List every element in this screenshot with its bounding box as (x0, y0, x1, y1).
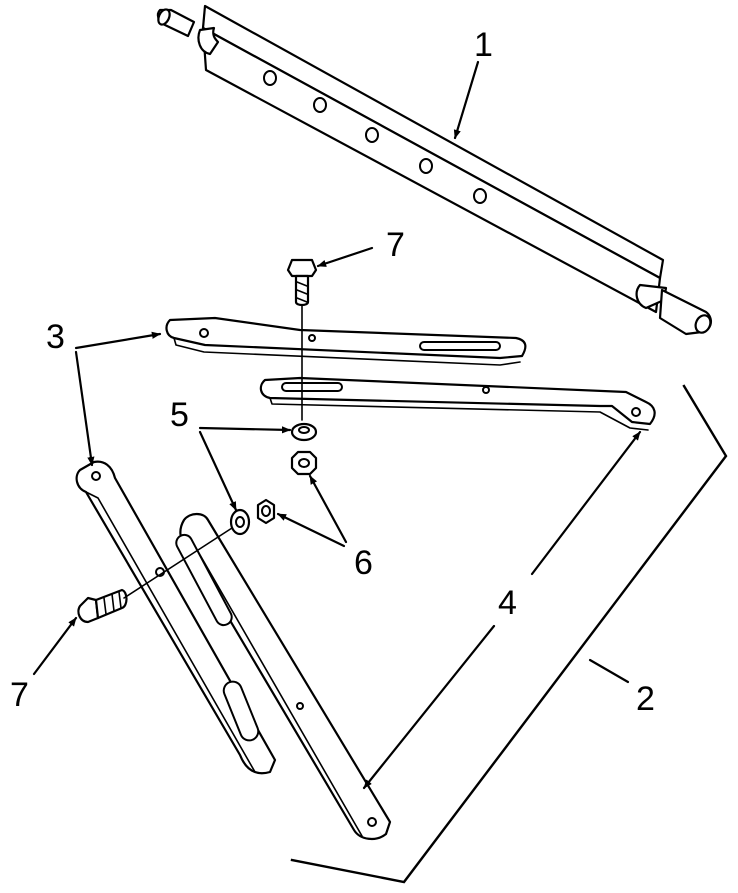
nut-top (290, 450, 318, 476)
callout-7-top: 7 (386, 226, 405, 264)
nut-side (256, 498, 276, 525)
callout-3: 3 (46, 318, 65, 356)
bolt-top (286, 258, 318, 421)
stabilizer-bar-lower-left (75, 460, 277, 775)
callout-6: 6 (354, 544, 373, 582)
assembly-bracket (290, 384, 728, 884)
callout-5: 5 (170, 396, 189, 434)
drawbar (156, 4, 712, 336)
bolt-side (77, 527, 233, 624)
callout-2: 2 (636, 680, 655, 718)
lock-washer-side (229, 508, 251, 536)
stabilizer-bar-upper-left (165, 316, 527, 366)
leader-lines (32, 60, 642, 790)
lock-washer-top (290, 422, 318, 442)
callout-4: 4 (498, 584, 517, 622)
stabilizer-bar-lower-right (175, 512, 392, 840)
leader-2 (588, 658, 630, 684)
callout-7-bottom: 7 (10, 676, 29, 714)
stabilizer-bar-upper-right (259, 376, 656, 431)
callout-1: 1 (474, 26, 493, 64)
